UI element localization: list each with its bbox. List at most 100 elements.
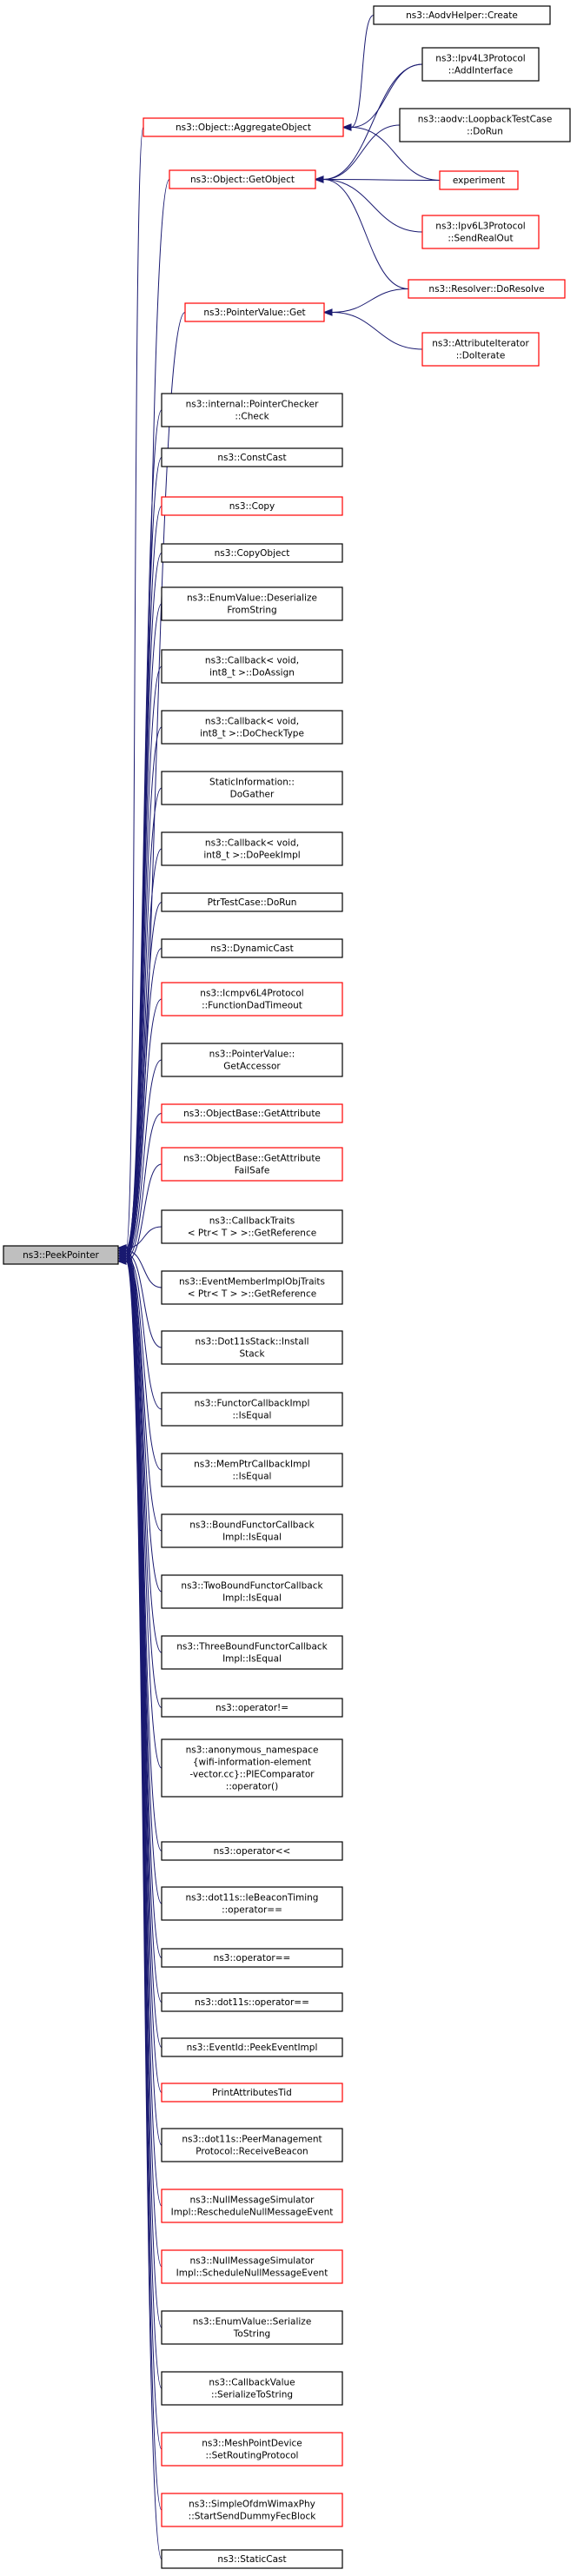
node-label-line: ns3::EnumValue::Serialize (193, 2317, 312, 2328)
node-box (161, 1841, 343, 1861)
node-label-line: FailSafe (235, 1166, 270, 1176)
node-label-line: StaticInformation:: (209, 778, 295, 788)
node-box (161, 649, 343, 684)
node-label-line: ns3::ConstCast (217, 453, 286, 463)
node-box (161, 2432, 343, 2467)
node-box (161, 496, 343, 516)
node-threeboundfunctorcallbackimpl-isequal[interactable]: ns3::ThreeBoundFunctorCallbackImpl::IsEq… (161, 1635, 343, 1670)
node-piecomparator-operator[interactable]: ns3::anonymous_namespace{wifi-informatio… (161, 1738, 343, 1798)
node-pointervalue-getaccessor[interactable]: ns3::PointerValue::GetAccessor (161, 1043, 343, 1077)
node-getobject[interactable]: ns3::Object::GetObject (169, 169, 316, 189)
node-label-line: ns3::anonymous_namespace (186, 1745, 319, 1756)
node-loopbacktestcase-dorun[interactable]: ns3::aodv::LoopbackTestCase::DoRun (399, 108, 571, 142)
node-nullmessagesimulatorimpl-schedule[interactable]: ns3::NullMessageSimulatorImpl::ScheduleN… (161, 2249, 343, 2284)
node-peermanagementprotocol-receivebeacon[interactable]: ns3::dot11s::PeerManagementProtocol::Rec… (161, 2128, 343, 2162)
node-enumvalue-serializetostring[interactable]: ns3::EnumValue::SerializeToString (161, 2310, 343, 2345)
node-eventid-peekeventimpl[interactable]: ns3::EventId::PeekEventImpl (161, 2037, 343, 2057)
node-icmpv6l4protocol-functiondadtimeout[interactable]: ns3::Icmpv6L4Protocol::FunctionDadTimeou… (161, 982, 343, 1016)
node-label-line: ::operator() (226, 1782, 278, 1792)
node-ipv6l3protocol-sendrealout[interactable]: ns3::Ipv6L3Protocol::SendRealOut (421, 215, 540, 249)
graph-edges (116, 15, 441, 2559)
node-label-line: int8_t >::DoAssign (209, 668, 295, 679)
node-aodvhelper-create[interactable]: ns3::AodvHelper::Create (373, 5, 551, 25)
node-resolver-doresolve[interactable]: ns3::Resolver::DoResolve (408, 279, 566, 299)
node-functorcallbackimpl-isequal[interactable]: ns3::FunctorCallbackImpl::IsEqual (161, 1392, 343, 1427)
node-label-line: ns3::dot11s::operator== (195, 1997, 309, 2008)
node-box (161, 1948, 343, 1968)
node-ptrtestcase-dorun[interactable]: PtrTestCase::DoRun (161, 892, 343, 912)
node-label-line: PrintAttributesTid (212, 2088, 292, 2098)
node-copy[interactable]: ns3::Copy (161, 496, 343, 516)
node-box (421, 47, 540, 82)
node-box (161, 1043, 343, 1077)
node-twoboundfunctorcallbackimpl-isequal[interactable]: ns3::TwoBoundFunctorCallbackImpl::IsEqua… (161, 1574, 343, 1609)
node-label-line: ToString (233, 2329, 270, 2340)
node-simpleofdmwimaxphy-startsenddummyfecblock[interactable]: ns3::SimpleOfdmWimaxPhy::StartSendDummyF… (161, 2493, 343, 2527)
node-staticinformation-dogather[interactable]: StaticInformation::DoGather (161, 771, 343, 805)
node-callbacktraits-getreference[interactable]: ns3::CallbackTraits< Ptr< T > >::GetRefe… (161, 1209, 343, 1244)
node-operator-lshift[interactable]: ns3::operator<< (161, 1841, 343, 1861)
node-label-line: ns3::AodvHelper::Create (406, 10, 518, 21)
node-constcast[interactable]: ns3::ConstCast (161, 447, 343, 467)
node-pointervalue-get[interactable]: ns3::PointerValue::Get (184, 302, 325, 322)
node-label-line: ::IsEqual (233, 1411, 272, 1421)
node-aggregateobject[interactable]: ns3::Object::AggregateObject (143, 117, 344, 137)
node-staticcast[interactable]: ns3::StaticCast (161, 2549, 343, 2569)
node-experiment[interactable]: experiment (439, 170, 519, 190)
edge-resolver-doresolve-to-getobject (314, 175, 409, 289)
node-callback-doassign[interactable]: ns3::Callback< void,int8_t >::DoAssign (161, 649, 343, 684)
node-pointerchecker-check[interactable]: ns3::internal::PointerChecker::Check (161, 393, 343, 427)
node-ipv4l3protocol-addinterface[interactable]: ns3::Ipv4L3Protocol::AddInterface (421, 47, 540, 82)
node-label-line: ns3::EventMemberImplObjTraits (179, 1277, 325, 1288)
node-attributeiterator-doiterate[interactable]: ns3::AttributeIterator::DoIterate (421, 332, 540, 367)
node-box (399, 108, 571, 142)
node-label-line: ns3::Callback< void, (205, 717, 299, 727)
node-label-line: ns3::EnumValue::Deserialize (187, 593, 317, 604)
node-box (161, 2310, 343, 2345)
node-label-line: ns3::internal::PointerChecker (186, 400, 319, 410)
node-box (161, 831, 343, 866)
node-label-line: ns3::MemPtrCallbackImpl (194, 1460, 310, 1470)
node-objectbase-getattribute[interactable]: ns3::ObjectBase::GetAttribute (161, 1103, 343, 1123)
node-eventmemberimplobjtraits-getreference[interactable]: ns3::EventMemberImplObjTraits< Ptr< T > … (161, 1270, 343, 1305)
node-operator-ne[interactable]: ns3::operator!= (161, 1698, 343, 1718)
node-box (408, 279, 566, 299)
node-label-line: ns3::operator<< (214, 1846, 291, 1857)
node-iebeacontiming-operator-eq[interactable]: ns3::dot11s::IeBeaconTiming::operator== (161, 1886, 343, 1921)
node-callbackvalue-serializetostring[interactable]: ns3::CallbackValue::SerializeToString (161, 2371, 343, 2406)
node-callback-dochecktype[interactable]: ns3::Callback< void,int8_t >::DoCheckTyp… (161, 710, 343, 745)
node-box (184, 302, 325, 322)
node-label-line: GetAccessor (223, 1062, 281, 1072)
node-label-line: FromString (227, 606, 276, 616)
node-box (161, 1992, 343, 2012)
node-nullmessagesimulatorimpl-reschedule[interactable]: ns3::NullMessageSimulatorImpl::Reschedul… (161, 2189, 343, 2223)
node-box (161, 2371, 343, 2406)
node-box (143, 117, 344, 137)
node-label-line: ns3::ObjectBase::GetAttribute (183, 1109, 321, 1119)
node-dot11s-operator-eq[interactable]: ns3::dot11s::operator== (161, 1992, 343, 2012)
node-box (169, 169, 316, 189)
node-box (161, 393, 343, 427)
node-box (161, 1698, 343, 1718)
edge-aodvhelper-create-to-aggregateobject (342, 15, 375, 131)
node-printattributestid[interactable]: PrintAttributesTid (161, 2083, 343, 2103)
edge-resolver-doresolve-to-pointervalue-get (322, 288, 409, 316)
root-node-peekpointer: ns3::PeekPointer (3, 1245, 119, 1265)
node-label-line: ns3::Resolver::DoResolve (428, 284, 544, 295)
node-label-line: < Ptr< T > >::GetReference (188, 1228, 316, 1239)
node-meshpointdevice-setroutingprotocol[interactable]: ns3::MeshPointDevice::SetRoutingProtocol (161, 2432, 343, 2467)
node-callback-dopeekimpl[interactable]: ns3::Callback< void,int8_t >::DoPeekImpl (161, 831, 343, 866)
node-dynamiccast[interactable]: ns3::DynamicCast (161, 938, 343, 958)
node-copyobject[interactable]: ns3::CopyObject (161, 543, 343, 563)
node-box (161, 447, 343, 467)
node-box (161, 1635, 343, 1670)
node-operator-eq[interactable]: ns3::operator== (161, 1948, 343, 1968)
node-box (161, 2249, 343, 2284)
node-label-line: ns3::PointerValue:: (209, 1050, 295, 1060)
node-label-line: Impl::IsEqual (222, 1533, 282, 1543)
node-memptrcallbackimpl-isequal[interactable]: ns3::MemPtrCallbackImpl::IsEqual (161, 1453, 343, 1487)
